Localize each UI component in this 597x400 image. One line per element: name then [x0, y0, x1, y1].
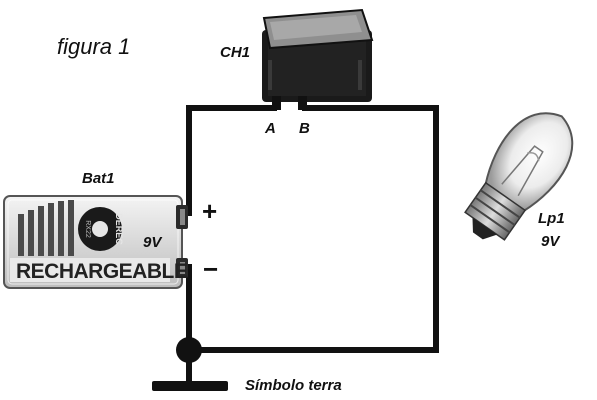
battery-stripes [18, 200, 74, 256]
wire-switch-a-to-battery-plus [184, 105, 277, 216]
lamp-ref-label: Lp1 [538, 210, 565, 227]
bulb-glass [484, 112, 574, 213]
battery-model-text: RX22 [84, 220, 91, 238]
wire-lamp-to-ground [189, 262, 439, 353]
rocker-switch [262, 8, 374, 110]
switch-ref-label: CH1 [220, 44, 251, 61]
wire-switch-b-to-lamp [302, 105, 439, 265]
negative-sign: − [203, 254, 219, 284]
ground-bar [152, 381, 228, 391]
positive-sign: + [202, 196, 218, 226]
figure-label: figura 1 [57, 34, 131, 59]
ground-node [176, 337, 202, 363]
battery-voltage-label: 9V [143, 234, 162, 251]
lamp-voltage-label: 9V [541, 233, 560, 250]
ground-label: Símbolo terra [245, 377, 342, 394]
battery-9v [3, 195, 188, 289]
battery-ref-label: Bat1 [82, 170, 115, 187]
terminal-b-label: B [299, 120, 310, 137]
light-bulb [464, 112, 574, 241]
wires [184, 105, 439, 383]
switch-terminal-a [272, 96, 281, 110]
battery-brand-text: DEREC [114, 213, 124, 245]
ground-symbol [152, 337, 228, 391]
terminal-a-label: A [265, 120, 276, 137]
switch-terminal-b [298, 96, 307, 110]
battery-print-text: RECHARGEABLE [16, 260, 188, 283]
